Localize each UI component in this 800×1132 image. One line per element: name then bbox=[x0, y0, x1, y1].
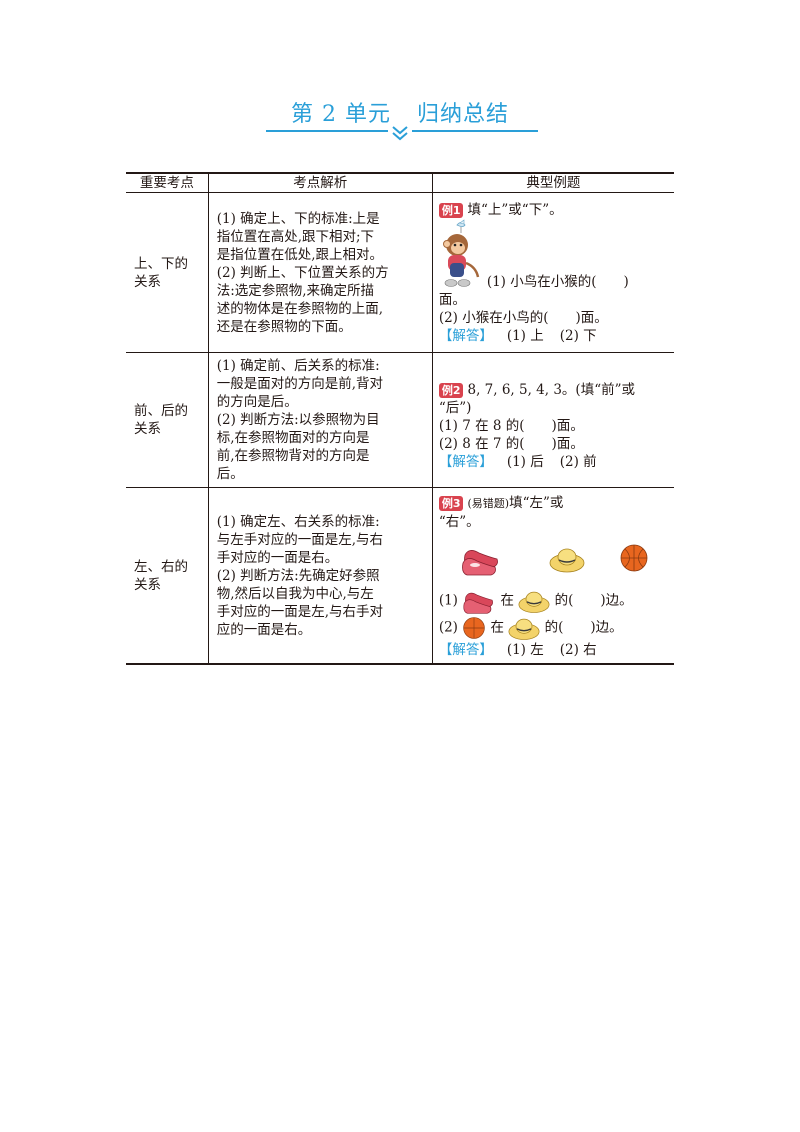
analysis-line: 一般是面对的方向是前,背对 bbox=[216, 376, 384, 392]
table-row: 左、右的 关系 (1) 确定左、右关系的标准: 与左手对应的一面是左,与右 手对… bbox=[126, 487, 674, 665]
example-badge: 例1 bbox=[438, 202, 464, 218]
example-question-prefix: (2) bbox=[438, 619, 458, 636]
topic-line: 关系 bbox=[134, 273, 161, 290]
analysis-line: 的方向是后。 bbox=[216, 394, 298, 410]
example-question: (1) 7 在 8 的( )面。 bbox=[438, 418, 584, 434]
example-question-prefix: (1) bbox=[438, 592, 458, 609]
analysis-line: (2) 判断方法:先确定好参照 bbox=[216, 567, 380, 584]
straw-hat-illustration bbox=[549, 548, 585, 573]
analysis-line: (2) 判断上、下位置关系的方 bbox=[216, 264, 389, 281]
analysis-line: 述的物体是在参照物的上面, bbox=[216, 300, 384, 317]
example-question: (2) 小猴在小鸟的( )面。 bbox=[438, 309, 608, 326]
topic-cell: 上、下的 关系 bbox=[126, 192, 209, 353]
answer-value: (2) 下 bbox=[559, 327, 597, 344]
example-prompt-cont: “后”) bbox=[438, 400, 472, 416]
example-question-suffix: 的( )边。 bbox=[554, 592, 633, 609]
analysis-line: 法:选定参照物,来确定所描 bbox=[216, 282, 375, 299]
answer-value: (2) 右 bbox=[559, 642, 597, 658]
topic-line: 前、后的 bbox=[134, 403, 188, 419]
col-header-analysis: 考点解析 bbox=[207, 172, 433, 193]
page-title: 第 2 单元归纳总结 bbox=[0, 96, 800, 128]
analysis-line: (1) 确定左、右关系的标准: bbox=[216, 513, 380, 530]
straw-hat-icon bbox=[518, 591, 550, 613]
title-text: 归纳总结 bbox=[416, 102, 509, 127]
example-prompt-cont: “右”。 bbox=[438, 514, 480, 530]
double-chevron-down-icon bbox=[392, 126, 408, 141]
title-unit: 第 2 单元 bbox=[291, 102, 391, 127]
summary-table: 重要考点 考点解析 典型例题 上、下的 关系 (1) 确定上、下的标准:上是 指… bbox=[126, 172, 674, 665]
analysis-line: 与左手对应的一面是左,与右 bbox=[216, 531, 384, 548]
analysis-line: 前,在参照物背对的方向是 bbox=[216, 448, 370, 464]
analysis-line: 手对应的一面是左,与右手对 bbox=[216, 603, 384, 620]
basketball-illustration bbox=[620, 544, 648, 572]
analysis-line: 应的一面是右。 bbox=[216, 621, 312, 638]
analysis-cell: (1) 确定左、右关系的标准: 与左手对应的一面是左,与右 手对应的一面是右。 … bbox=[207, 487, 433, 665]
answer-label: 【解答】 bbox=[438, 642, 493, 658]
analysis-line: 还是在参照物的下面。 bbox=[216, 318, 352, 335]
answer-value: (1) 左 bbox=[506, 642, 544, 658]
topic-line: 左、右的 bbox=[134, 558, 188, 575]
col-header-topic: 重要考点 bbox=[126, 172, 209, 193]
example-prompt: 填“左”或 bbox=[509, 495, 564, 511]
analysis-line: 物,然后以自我为中心,与左 bbox=[216, 585, 374, 602]
example-question-mid: 在 bbox=[490, 619, 505, 636]
answer-value: (1) 后 bbox=[506, 454, 544, 470]
topic-cell: 前、后的 关系 bbox=[126, 352, 209, 488]
example-question-suffix: 的( )边。 bbox=[544, 619, 623, 636]
analysis-line: (1) 确定上、下的标准:上是 bbox=[216, 210, 380, 227]
monkey-and-bird-illustration bbox=[442, 218, 480, 287]
analysis-line: (1) 确定前、后关系的标准: bbox=[216, 358, 380, 374]
analysis-line: 标,在参照物面对的方向是 bbox=[216, 430, 370, 446]
analysis-cell: (1) 确定前、后关系的标准: 一般是面对的方向是前,背对 的方向是后。 (2)… bbox=[207, 352, 433, 488]
topic-cell: 左、右的 关系 bbox=[126, 487, 209, 665]
analysis-cell: (1) 确定上、下的标准:上是 指位置在高处,跟下相对;下 是指位置在低处,跟上… bbox=[207, 192, 433, 353]
objects-row bbox=[439, 535, 670, 583]
analysis-line: 后。 bbox=[216, 466, 244, 482]
example-question: (1) 小鸟在小猴的( ) bbox=[486, 273, 629, 290]
shoes-icon bbox=[463, 592, 494, 614]
example-badge: 例2 bbox=[438, 383, 464, 398]
topic-line: 上、下的 bbox=[134, 255, 188, 272]
answer-value: (1) 上 bbox=[506, 327, 544, 344]
example-question: (2) 8 在 7 的( )面。 bbox=[438, 436, 584, 452]
topic-line: 关系 bbox=[134, 421, 161, 437]
analysis-line: (2) 判断方法:以参照物为目 bbox=[216, 412, 380, 428]
example-question-mid: 在 bbox=[500, 592, 515, 609]
title-rule-right bbox=[412, 130, 538, 132]
example-prompt: 填“上”或“下”。 bbox=[467, 201, 563, 218]
table-row: 前、后的 关系 (1) 确定前、后关系的标准: 一般是面对的方向是前,背对 的方… bbox=[126, 352, 674, 488]
topic-line: 关系 bbox=[134, 576, 161, 593]
answer-label: 【解答】 bbox=[438, 327, 493, 344]
answer-label: 【解答】 bbox=[438, 454, 493, 470]
col-header-example: 典型例题 bbox=[431, 172, 674, 193]
answer-value: (2) 前 bbox=[559, 454, 597, 470]
table-header-row: 重要考点 考点解析 典型例题 bbox=[126, 172, 674, 193]
table-row: 上、下的 关系 (1) 确定上、下的标准:上是 指位置在高处,跟下相对;下 是指… bbox=[126, 192, 674, 353]
basketball-icon bbox=[463, 617, 485, 639]
straw-hat-icon bbox=[508, 618, 540, 640]
example-cell: 例3(易错题)填“左”或 “右”。 bbox=[431, 487, 674, 665]
analysis-line: 指位置在高处,跟下相对;下 bbox=[216, 228, 375, 245]
example-badge: 例3 bbox=[438, 496, 464, 511]
shoes-illustration bbox=[461, 550, 498, 576]
example-tag: (易错题) bbox=[467, 497, 510, 510]
analysis-line: 手对应的一面是右。 bbox=[216, 549, 339, 566]
title-rule-left bbox=[266, 130, 388, 132]
analysis-line: 是指位置在低处,跟上相对。 bbox=[216, 246, 384, 263]
example-question-cont: 面。 bbox=[438, 291, 466, 308]
example-prompt: 8, 7, 6, 5, 4, 3。(填“前”或 bbox=[467, 382, 636, 398]
